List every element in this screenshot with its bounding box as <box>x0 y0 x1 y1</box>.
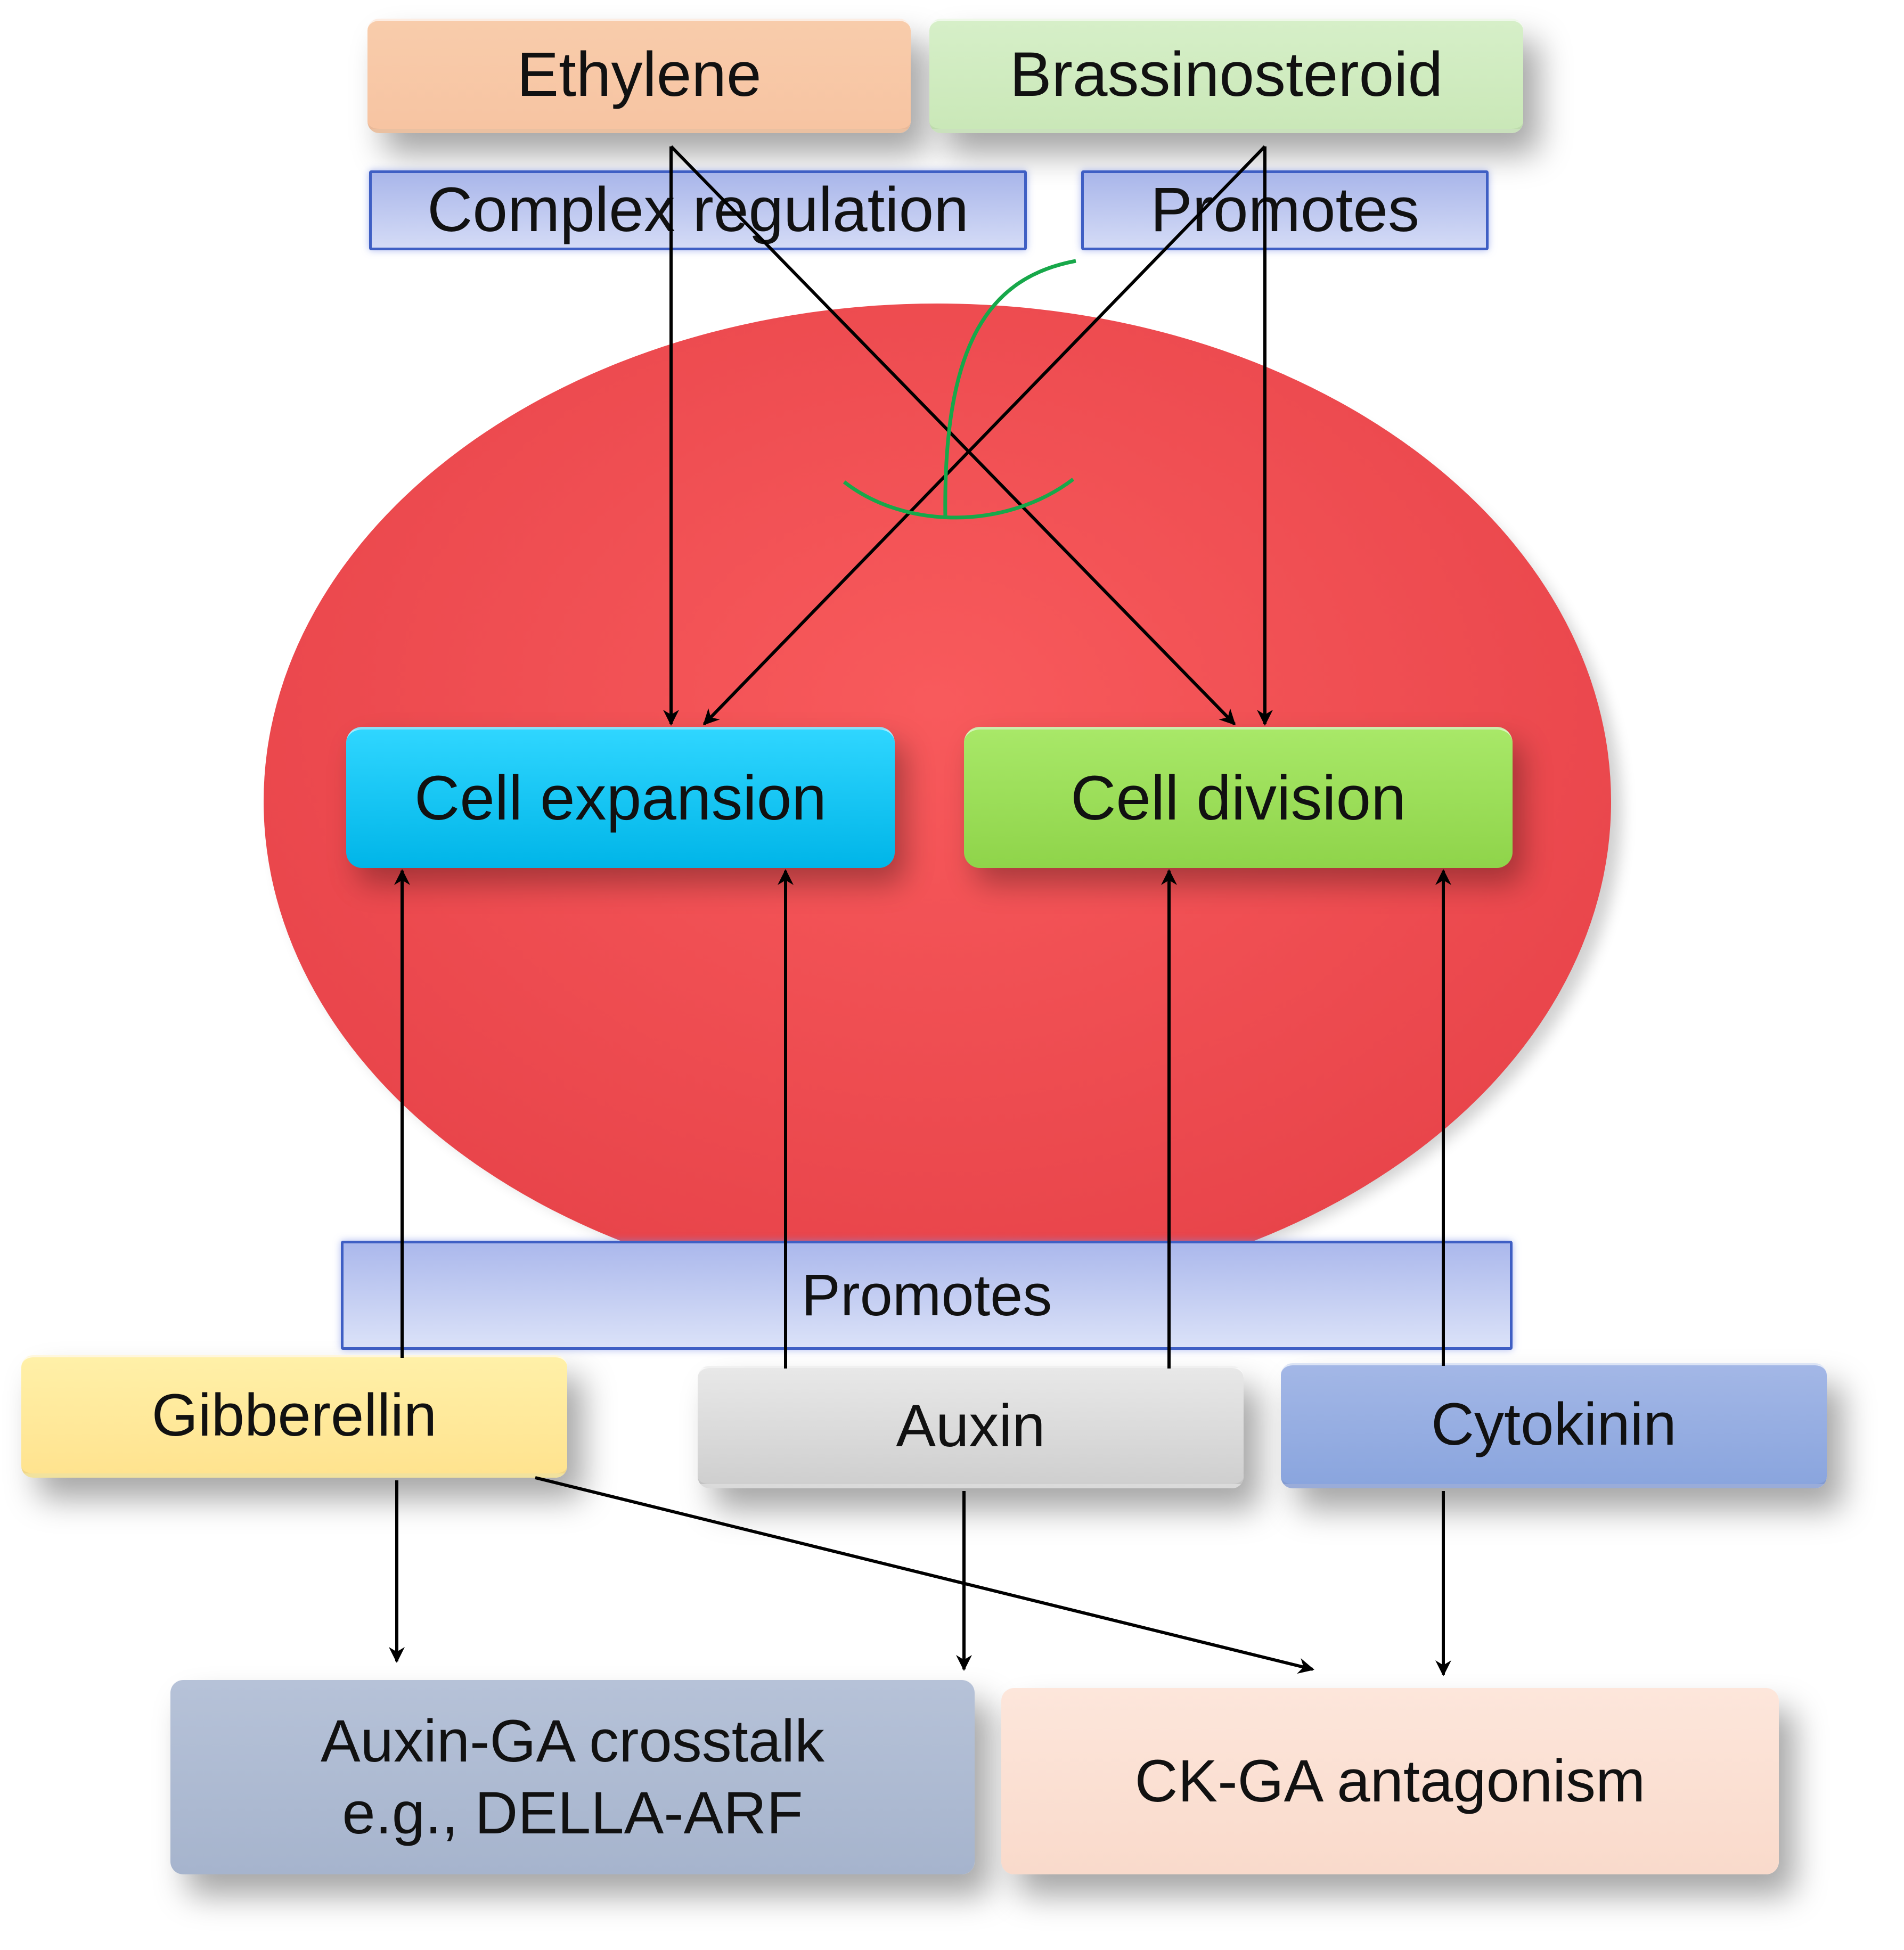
promotes-bottom-label: Promotes <box>801 1262 1052 1328</box>
brassinosteroid-label: Brassinosteroid <box>1009 39 1443 110</box>
antagonism-label: CK-GA antagonism <box>1134 1747 1646 1814</box>
ck-ga-antagonism-box: CK-GA antagonism <box>1001 1688 1779 1874</box>
gibberellin-box: Gibberellin <box>21 1355 567 1478</box>
complex-regulation-label: Complex regulation <box>427 175 969 245</box>
ethylene-box: Ethylene <box>367 19 911 133</box>
crosstalk-line-2: e.g., DELLA-ARF <box>342 1779 803 1846</box>
auxin-ga-crosstalk-box: Auxin-GA crosstalk e.g., DELLA-ARF <box>170 1680 975 1874</box>
cell-division-box: Cell division <box>964 727 1513 868</box>
cell-ellipse <box>264 304 1611 1299</box>
brassinosteroid-box: Brassinosteroid <box>929 19 1523 133</box>
complex-regulation-box: Complex regulation <box>369 170 1027 250</box>
cytokinin-label: Cytokinin <box>1431 1391 1677 1458</box>
cell-expansion-label: Cell expansion <box>414 763 827 834</box>
gibberellin-label: Gibberellin <box>151 1381 437 1448</box>
cell-division-label: Cell division <box>1071 763 1406 834</box>
ethylene-label: Ethylene <box>517 39 762 110</box>
promotes-bottom-box: Promotes <box>341 1241 1513 1350</box>
crosstalk-line-1: Auxin-GA crosstalk <box>320 1708 825 1775</box>
promotes-top-label: Promotes <box>1150 175 1419 245</box>
cell-expansion-box: Cell expansion <box>346 727 895 868</box>
auxin-box: Auxin <box>698 1366 1244 1488</box>
auxin-label: Auxin <box>896 1392 1045 1459</box>
promotes-top-box: Promotes <box>1081 170 1489 250</box>
cytokinin-box: Cytokinin <box>1281 1363 1827 1488</box>
